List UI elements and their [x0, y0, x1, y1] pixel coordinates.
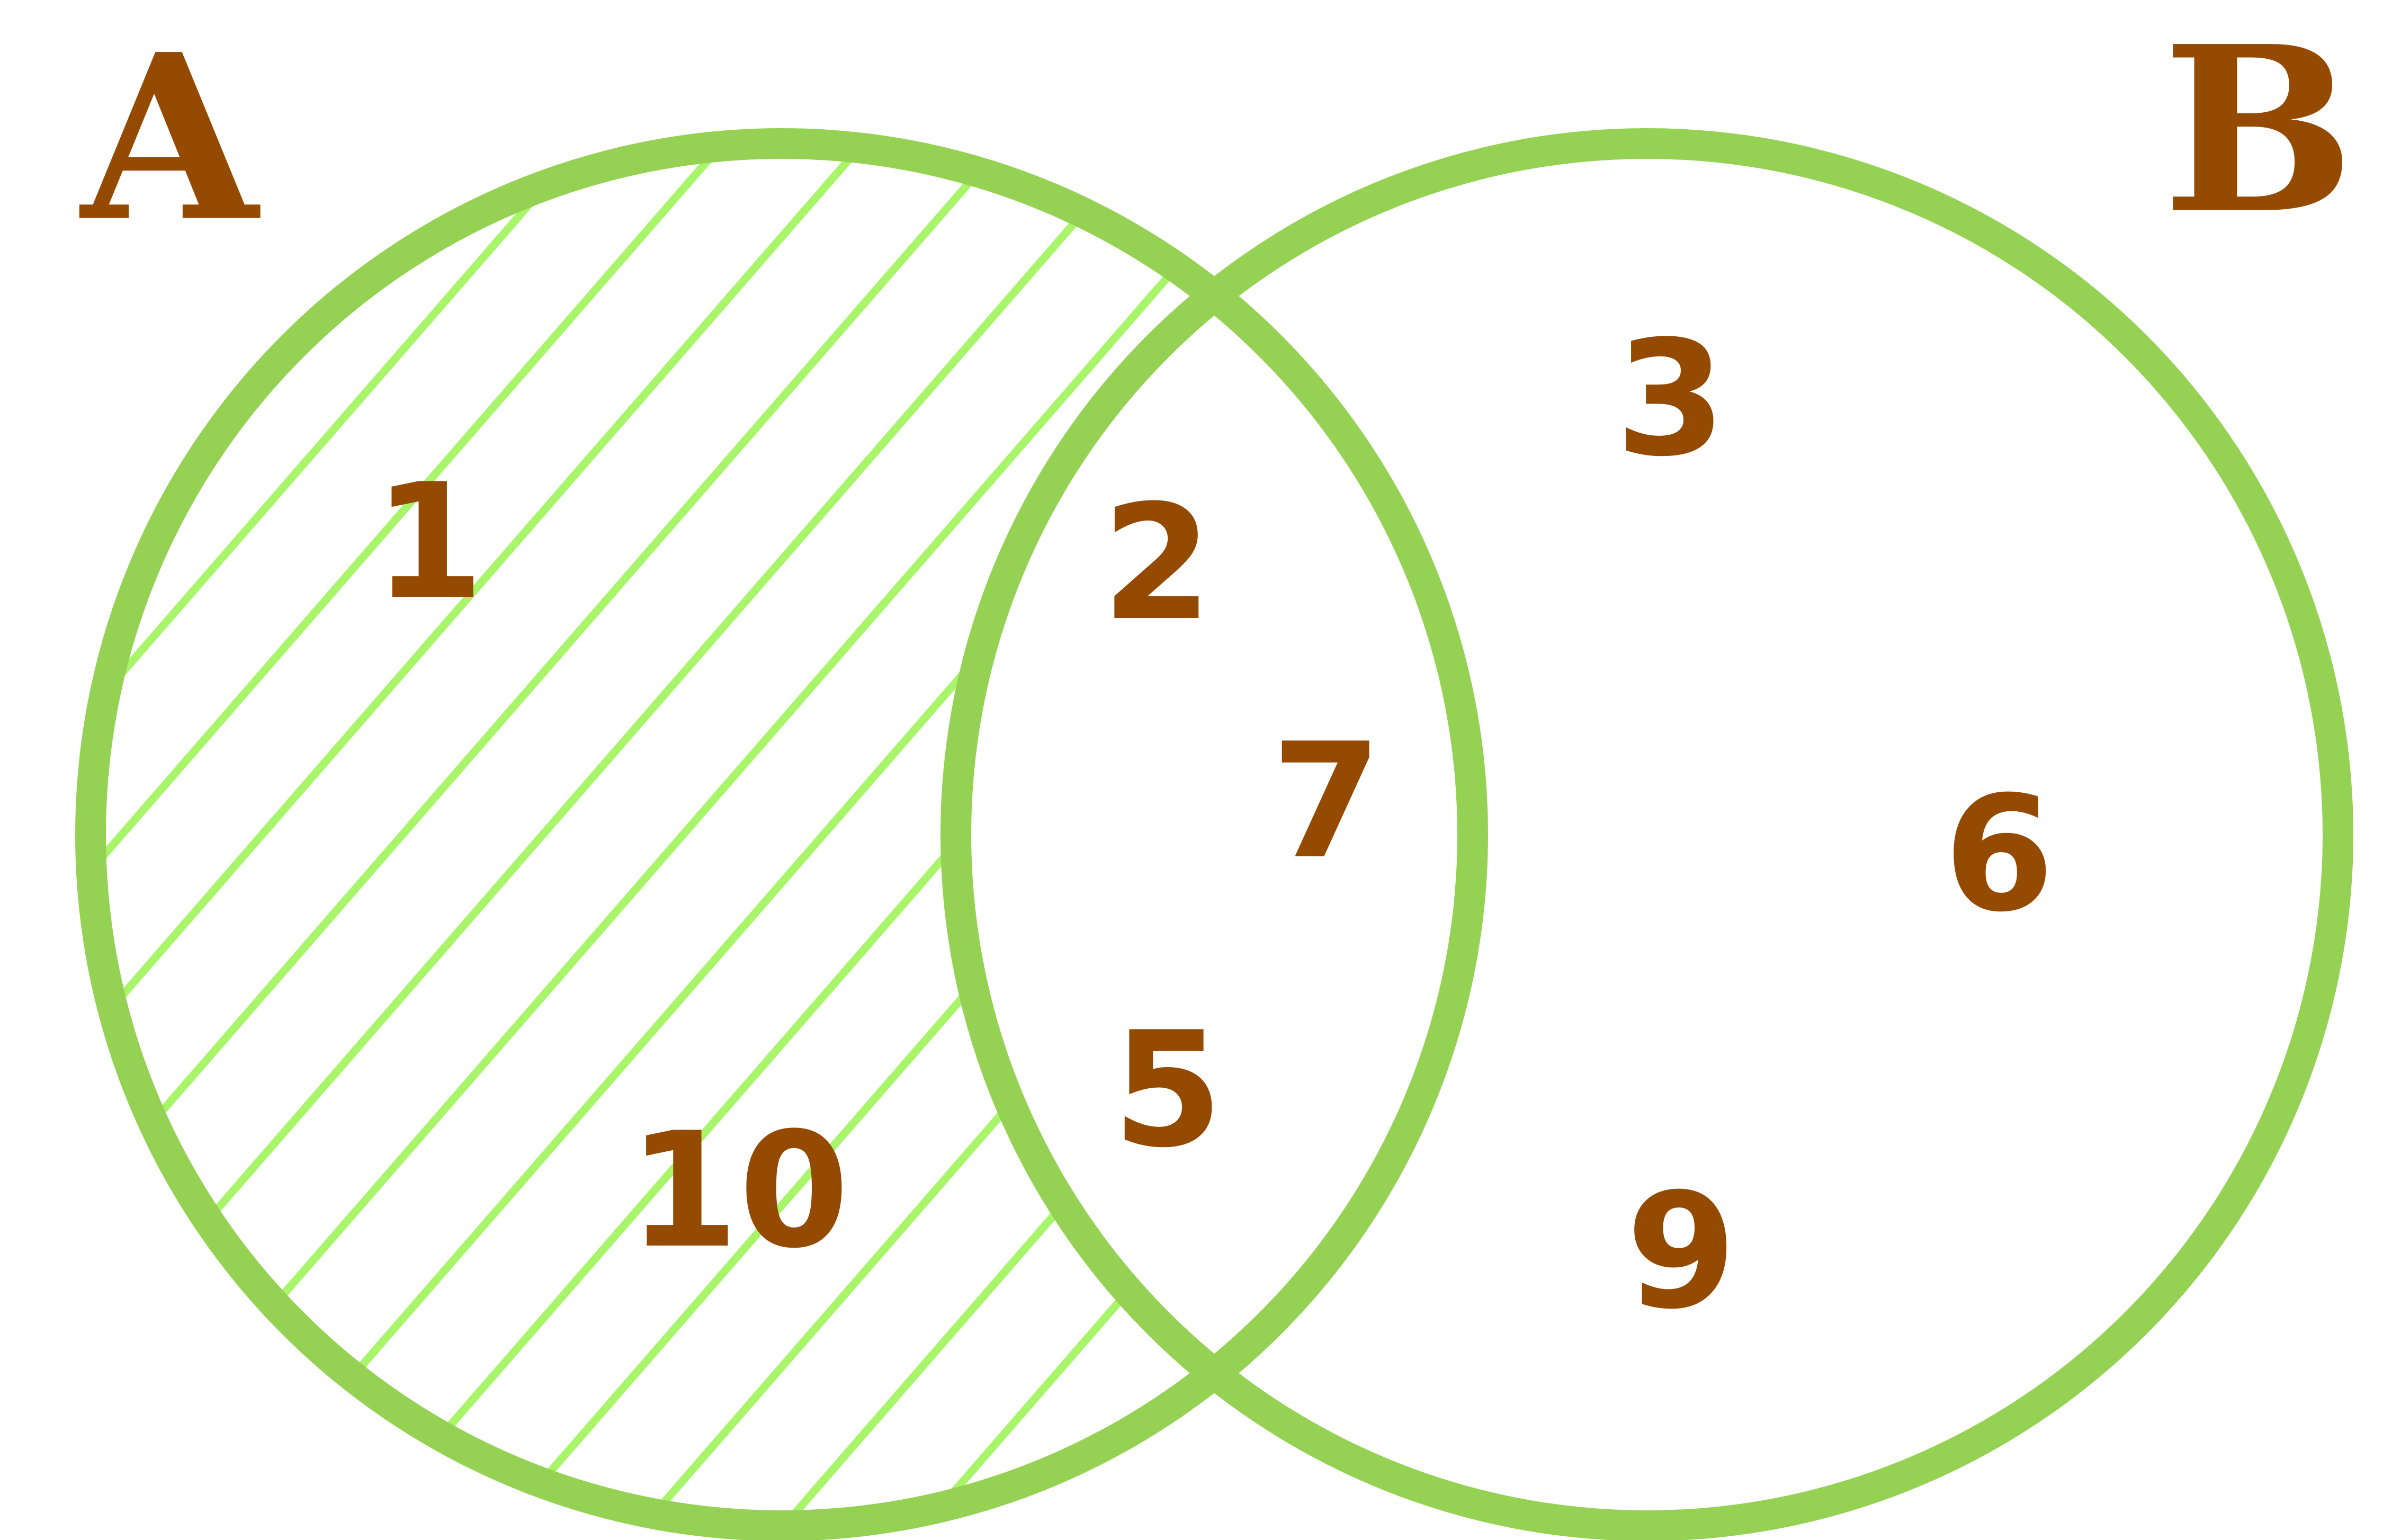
element-1: 1	[374, 450, 485, 634]
set-b-circle	[940, 128, 2353, 1540]
element-9: 9	[1626, 1159, 1737, 1344]
set-a-circle	[75, 128, 1488, 1540]
element-10: 10	[628, 1098, 849, 1283]
element-6: 6	[1944, 762, 2055, 947]
element-3: 3	[1616, 307, 1726, 491]
element-7: 7	[1271, 709, 1382, 894]
set-b-label: B	[2162, 0, 2354, 264]
set-a-label: A	[77, 5, 262, 272]
element-2: 2	[1102, 471, 1213, 656]
element-5: 5	[1113, 998, 1223, 1183]
